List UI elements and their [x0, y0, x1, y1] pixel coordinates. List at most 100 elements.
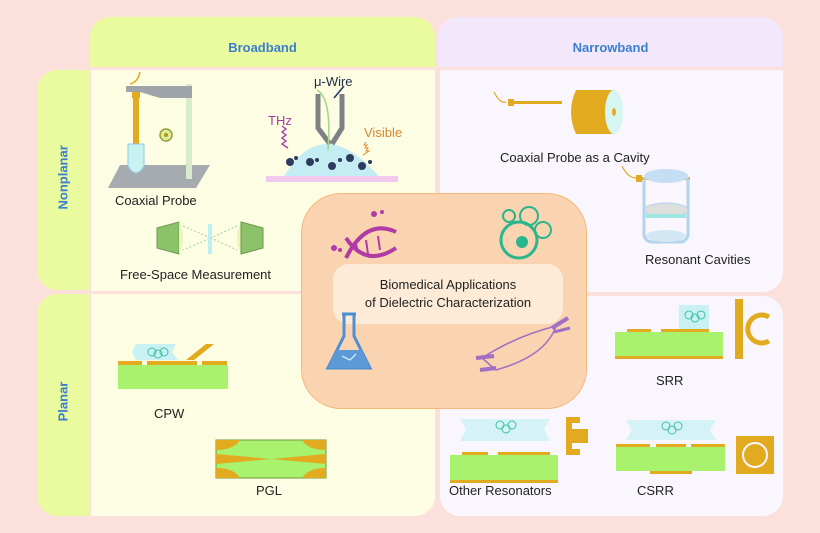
nonplanar-header: Nonplanar	[37, 70, 89, 290]
beam-right	[209, 225, 238, 251]
broadband-title: Broadband	[228, 40, 297, 55]
lens-left	[179, 222, 183, 254]
planar-header: Planar	[37, 294, 89, 516]
probe-rod	[133, 98, 139, 152]
free-space-illustration	[156, 221, 264, 255]
lens-right	[237, 222, 241, 254]
pgl-pad-bl	[216, 468, 240, 478]
csrr-substrate	[616, 447, 725, 471]
substrate-strip	[266, 176, 398, 182]
rc-connector	[636, 175, 642, 182]
srr-ground	[615, 356, 723, 359]
csrr-top-strip-3	[691, 444, 725, 447]
csrr-label: CSRR	[637, 483, 674, 498]
or-cells-bg	[460, 419, 550, 441]
pgl-pad-br	[302, 468, 326, 478]
or-substrate	[450, 455, 558, 480]
cpw-substrate	[118, 365, 228, 389]
broadband-header: Broadband	[90, 17, 435, 67]
srr-illustration	[615, 299, 771, 359]
horn-left	[156, 221, 180, 255]
other-resonators-label: Other Resonators	[449, 483, 552, 498]
probe-left-arm	[315, 94, 332, 146]
csrr-topview-square	[736, 436, 774, 474]
csrr-top-strip-2	[656, 444, 686, 447]
center-panel: Biomedical Applications of Dielectric Ch…	[301, 193, 587, 409]
or-ground	[450, 480, 558, 483]
cpw-probe-tips	[186, 344, 214, 360]
pgl-pad-tl	[216, 440, 240, 450]
cells-icon	[499, 206, 552, 260]
stand-pole	[186, 84, 192, 179]
csrr-ground	[650, 471, 692, 474]
thz-wave	[280, 125, 289, 149]
visible-label: Visible	[364, 125, 403, 140]
resonant-cavities-label: Resonant Cavities	[645, 252, 751, 267]
srr-cells	[679, 305, 709, 329]
srr-label: SRR	[656, 373, 684, 388]
pgl-illustration	[215, 439, 327, 479]
srr-substrate	[615, 332, 723, 356]
narrowband-title: Narrowband	[572, 40, 649, 55]
free-space-label: Free-Space Measurement	[120, 267, 272, 282]
probe-right-arm	[329, 94, 345, 146]
srr-strip-left	[627, 329, 651, 332]
cpw-ground-left	[118, 361, 142, 365]
rc-bottom	[646, 230, 686, 242]
molecules	[286, 154, 372, 170]
stand-base	[108, 165, 210, 188]
other-resonator-illustration	[450, 417, 588, 483]
coaxial-probe-label: Coaxial Probe	[115, 193, 197, 208]
center-title-line1: Biomedical Applications	[379, 277, 517, 292]
csrr-cells-bg	[626, 420, 716, 440]
csrr-illustration	[616, 420, 774, 474]
coax-cavity-illustration	[493, 90, 623, 134]
cavity-feed-line	[514, 101, 562, 104]
resonant-cavity-illustration	[621, 165, 690, 244]
center-title-box: Biomedical Applications of Dielectric Ch…	[333, 264, 563, 324]
muscle-icon	[475, 316, 571, 372]
cell-sample	[132, 344, 178, 360]
cavity-cable	[493, 91, 507, 103]
probe-cable	[129, 71, 141, 85]
srr-topview-ring	[745, 312, 771, 346]
pgl-pad-tr	[302, 440, 326, 450]
microwire-label: μ-Wire	[314, 74, 353, 89]
nonplanar-title: Nonplanar	[55, 145, 71, 210]
coax-cavity-label: Coaxial Probe as a Cavity	[500, 150, 650, 165]
cpw-signal	[147, 361, 197, 365]
cpw-illustration	[118, 344, 228, 389]
stand-arm	[126, 86, 192, 98]
csrr-top-strip-1	[616, 444, 650, 447]
pgl-label: PGL	[256, 483, 283, 498]
rc-top	[644, 169, 688, 183]
probe-end-inner	[164, 133, 168, 137]
rc-sample-layer	[646, 214, 686, 218]
microwire	[316, 89, 330, 151]
rc-cable	[621, 165, 637, 179]
narrowband-header: Narrowband	[438, 17, 783, 67]
dna-icon	[331, 210, 398, 259]
microwire-arrow	[333, 85, 345, 99]
thz-label: THz	[268, 113, 292, 128]
beam-left	[182, 225, 213, 251]
flask-icon	[325, 312, 373, 370]
or-topview-meander	[566, 417, 588, 455]
cavity-connector	[508, 99, 514, 106]
probe-connector	[132, 92, 140, 98]
planar-title: Planar	[55, 381, 71, 422]
cpw-ground-right	[202, 361, 227, 365]
cpw-label: CPW	[154, 406, 185, 421]
srr-topview-bar	[735, 299, 743, 359]
csrr-topview-ring	[742, 442, 768, 468]
center-title-line2: of Dielectric Characterization	[364, 295, 532, 310]
visible-wave	[362, 141, 371, 156]
microwire-illustration	[266, 85, 398, 182]
pgl-line	[216, 454, 326, 464]
or-strip-right	[498, 452, 550, 455]
coaxial-probe-illustration	[108, 71, 210, 188]
srr-strip-right	[661, 329, 709, 332]
or-strip-left	[462, 452, 488, 455]
horn-right	[240, 221, 264, 255]
sample-tube	[127, 143, 145, 174]
